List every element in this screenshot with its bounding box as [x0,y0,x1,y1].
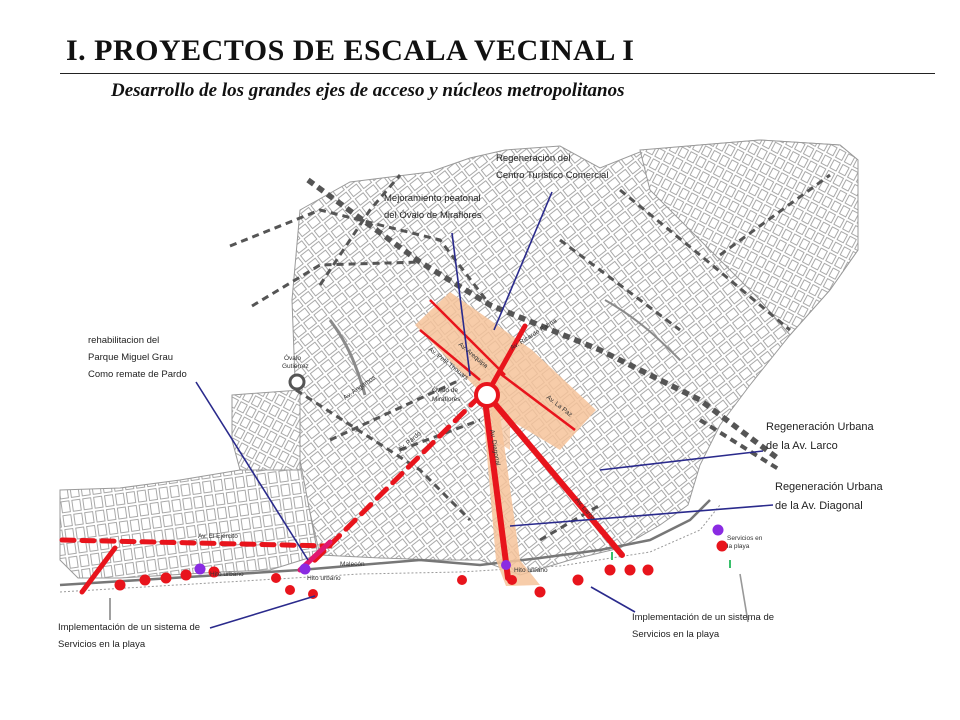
annotation-line: Implementación de un sistema de [58,622,201,633]
annotation-line: Regeneración Urbana [775,481,883,493]
annotation-line: del Óvalo de Miraflores [384,210,482,221]
label-el-ejercito: Av. El Ejército [198,533,238,540]
hito-points [194,524,724,575]
annotation-line: rehabilitacion del [88,335,160,346]
page-subtitle: Desarrollo de los grandes ejes de acceso… [111,80,625,101]
label-gutierrez-1: Óvalo [284,353,301,362]
label-hito-1: Hito urbano [210,571,244,578]
label-ovalo-2: Miraflores [432,396,461,403]
annotation-line: Centro Turístico Comercial [496,170,609,181]
annotation-playa-right: Implementación de un sistema de Servicio… [632,609,774,643]
beach-strip [59,504,721,593]
park-curve [328,319,367,396]
label-hito-2: Hito urbano [307,575,341,582]
beach-service-points [114,540,728,599]
annotation-line: Regeneración del [496,153,571,164]
label-malecon: Malecón [340,561,365,568]
axis-pardo [307,393,483,568]
annotation-line: Servicios en la playa [632,629,720,640]
label-servicios-1: Servicios en [727,535,763,542]
hito-markers-green [611,552,731,568]
annotation-diagonal: Regeneración Urbana de la Av. Diagonal [775,478,883,516]
ovalo-miraflores-ring [474,382,500,408]
annotation-line: Mejoramiento peatonal [384,193,481,204]
axis-el-ejercito [59,537,333,549]
annotation-parque-grau: rehabilitacion del Parque Miguel Grau Co… [88,332,187,383]
axis-ricardo-palma [484,323,528,397]
annotation-line: de la Av. Diagonal [775,500,863,512]
park-curve-2 [604,299,681,361]
annotation-playa-left: Implementación de un sistema de Servicio… [58,619,200,653]
page-title: I. PROYECTOS DE ESCALA VECINAL I [66,34,635,67]
annotation-larco: Regeneración Urbana de la Av. Larco [766,418,874,456]
district-area-northeast [639,139,859,336]
zone-diagonal [482,398,540,586]
annotation-line: Implementación de un sistema de [632,612,775,623]
ovalo-gutierrez-ring [288,373,306,391]
zone-ovalo-east [490,398,510,450]
annotation-centro-turistico: Regeneración del Centro Turístico Comerc… [496,150,608,184]
leader-lines [109,191,774,629]
label-ovalo-1: Óvalo de [432,385,458,394]
street-grid [59,139,859,593]
annotation-line: Servicios en la playa [58,639,146,650]
annotation-line: Regeneración Urbana [766,421,874,433]
annotation-line: Como remate de Pardo [88,369,187,380]
district-area-west [59,459,319,579]
label-hito-3: Hito urbano [514,567,548,574]
annotation-line: Parque Miguel Grau [88,352,174,363]
axis-larco [487,395,625,558]
title-rule [60,73,935,74]
annotation-line: de la Av. Larco [766,440,838,452]
axis-diagonal [482,397,511,581]
axis-coastal-left [79,545,118,595]
label-gutierrez-2: Gutiérrez [282,363,309,370]
annotation-ovalo: Mejoramiento peatonal del Óvalo de Miraf… [384,190,482,224]
district-area-southwest [231,389,301,471]
coastline [59,499,711,587]
district-boundaries [229,173,831,542]
label-servicios-2: la playa [727,543,750,550]
